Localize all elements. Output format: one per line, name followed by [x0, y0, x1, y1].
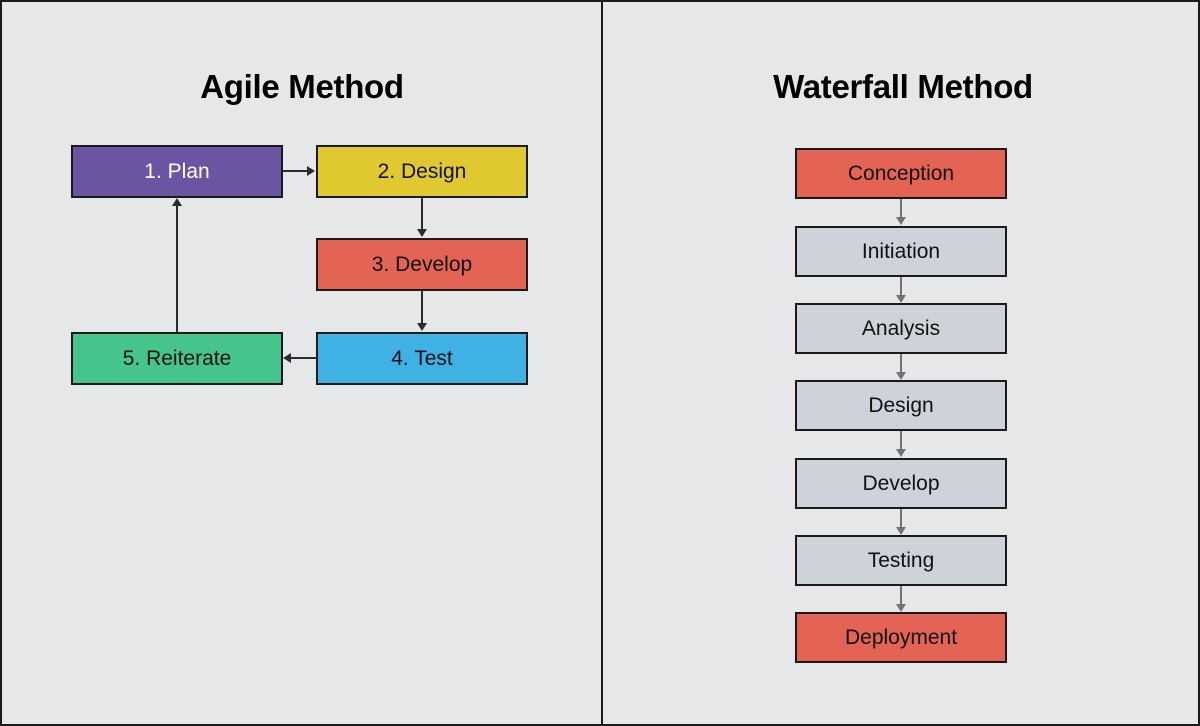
waterfall-node-testing-label: Testing — [867, 549, 935, 572]
waterfall-arrowhead-1 — [896, 217, 906, 225]
waterfall-panel: Waterfall Method Conception Initiation A… — [604, 2, 1198, 724]
agile-connector-reiterate-to-plan — [176, 206, 178, 332]
waterfall-arrowhead-3 — [896, 372, 906, 380]
agile-arrowhead-design-to-develop — [417, 229, 427, 237]
agile-node-reiterate[interactable]: 5. Reiterate — [71, 332, 283, 385]
waterfall-arrowhead-4 — [896, 449, 906, 457]
agile-arrowhead-test-to-reiterate — [283, 353, 291, 363]
agile-arrowhead-develop-to-test — [417, 323, 427, 331]
agile-connector-test-to-reiterate — [291, 357, 316, 359]
waterfall-node-design[interactable]: Design — [795, 380, 1007, 431]
agile-node-plan[interactable]: 1. Plan — [71, 145, 283, 198]
waterfall-node-deployment[interactable]: Deployment — [795, 612, 1007, 663]
agile-node-develop-label: 3. Develop — [371, 253, 473, 276]
agile-arrowhead-reiterate-to-plan — [172, 198, 182, 206]
waterfall-connector-6 — [900, 586, 902, 606]
agile-node-test-label: 4. Test — [391, 347, 453, 370]
waterfall-node-develop-label: Develop — [862, 472, 940, 495]
agile-connector-develop-to-test — [421, 291, 423, 324]
agile-node-develop[interactable]: 3. Develop — [316, 238, 528, 291]
waterfall-connector-5 — [900, 509, 902, 529]
waterfall-connector-4 — [900, 431, 902, 451]
agile-arrowhead-plan-to-design — [307, 166, 315, 176]
waterfall-node-design-label: Design — [868, 394, 934, 417]
waterfall-connector-3 — [900, 354, 902, 374]
waterfall-node-testing[interactable]: Testing — [795, 535, 1007, 586]
waterfall-node-initiation[interactable]: Initiation — [795, 226, 1007, 277]
agile-connector-plan-to-design — [283, 170, 308, 172]
waterfall-node-analysis[interactable]: Analysis — [795, 303, 1007, 354]
panel-divider — [601, 2, 603, 724]
waterfall-node-conception-label: Conception — [847, 162, 955, 185]
agile-panel: Agile Method 1. Plan 2. Design 3. Develo… — [2, 2, 602, 724]
agile-node-design[interactable]: 2. Design — [316, 145, 528, 198]
agile-panel-title: Agile Method — [200, 68, 404, 105]
waterfall-connector-1 — [900, 199, 902, 219]
waterfall-node-deployment-label: Deployment — [844, 626, 958, 649]
waterfall-panel-title: Waterfall Method — [773, 68, 1033, 105]
agile-node-reiterate-label: 5. Reiterate — [122, 347, 232, 370]
agile-node-test[interactable]: 4. Test — [316, 332, 528, 385]
waterfall-arrowhead-6 — [896, 604, 906, 612]
waterfall-arrowhead-5 — [896, 527, 906, 535]
waterfall-node-analysis-label: Analysis — [861, 317, 941, 340]
waterfall-connector-2 — [900, 277, 902, 297]
waterfall-node-initiation-label: Initiation — [861, 240, 941, 263]
agile-node-plan-label: 1. Plan — [144, 160, 210, 183]
waterfall-arrowhead-2 — [896, 295, 906, 303]
agile-connector-design-to-develop — [421, 198, 423, 230]
waterfall-node-conception[interactable]: Conception — [795, 148, 1007, 199]
waterfall-node-develop[interactable]: Develop — [795, 458, 1007, 509]
agile-node-design-label: 2. Design — [377, 160, 467, 183]
